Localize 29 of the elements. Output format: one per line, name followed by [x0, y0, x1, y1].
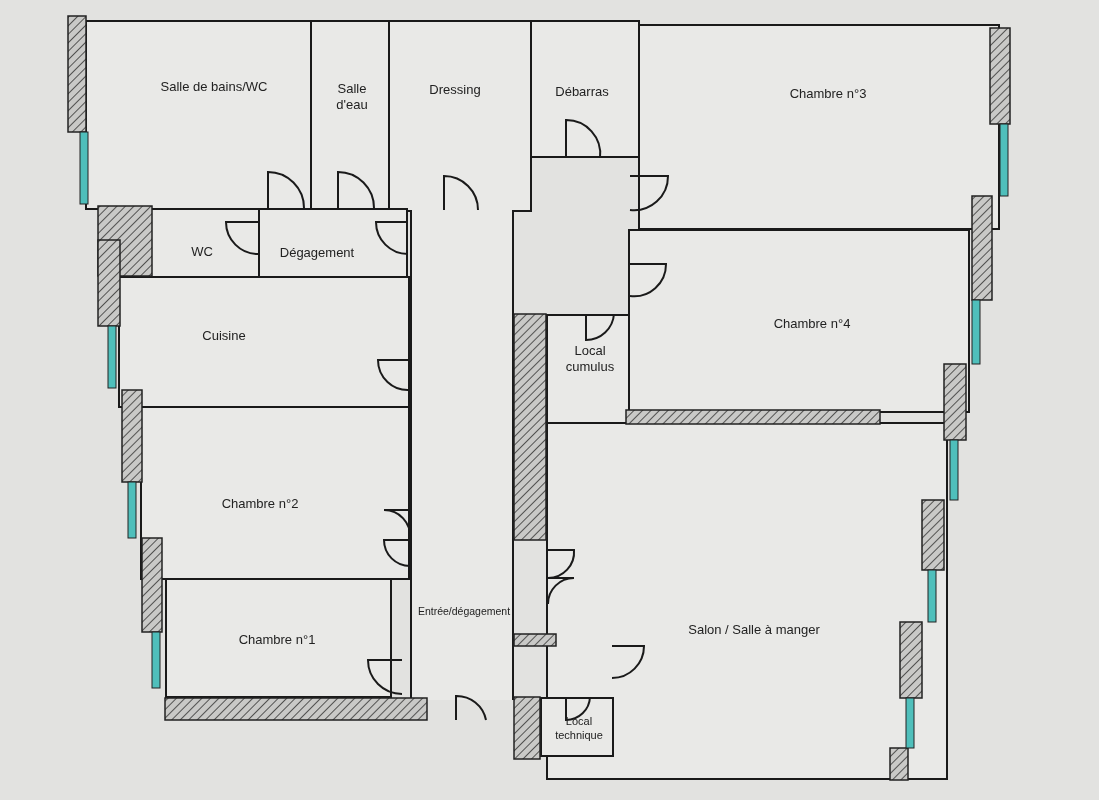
room-outline: [530, 20, 640, 158]
room-label: Salle d'eau: [335, 80, 369, 114]
room-outline: [546, 314, 630, 424]
room-label: Chambre n°3: [789, 85, 867, 103]
room-label: WC: [191, 243, 213, 261]
room-label: Local cumulus: [564, 342, 616, 376]
room-label: Local technique: [554, 715, 604, 743]
room-outline: [410, 210, 514, 700]
room-label: Entrée/dégagement: [417, 605, 511, 619]
room-outline: [388, 20, 532, 212]
room-label: Cuisine: [202, 327, 246, 345]
room-label: Dressing: [429, 81, 481, 99]
room-outline: [140, 406, 410, 580]
room-outline: [118, 276, 410, 408]
room-outline: [258, 208, 408, 278]
room-outline: [546, 422, 948, 780]
room-label: Chambre n°4: [773, 315, 851, 333]
room-outline: [150, 208, 260, 278]
room-label: Chambre n°1: [238, 631, 316, 649]
room-outline: [85, 20, 312, 210]
room-label: Dégagement: [279, 244, 355, 262]
room-outline: [165, 578, 392, 698]
room-label: Débarras: [555, 83, 609, 101]
room-outline: [628, 229, 970, 413]
room-label: Salle de bains/WC: [160, 78, 268, 96]
room-outline: [638, 24, 1000, 230]
room-label: Chambre n°2: [221, 495, 299, 513]
room-outline: [310, 20, 390, 210]
room-outline: [540, 697, 614, 757]
